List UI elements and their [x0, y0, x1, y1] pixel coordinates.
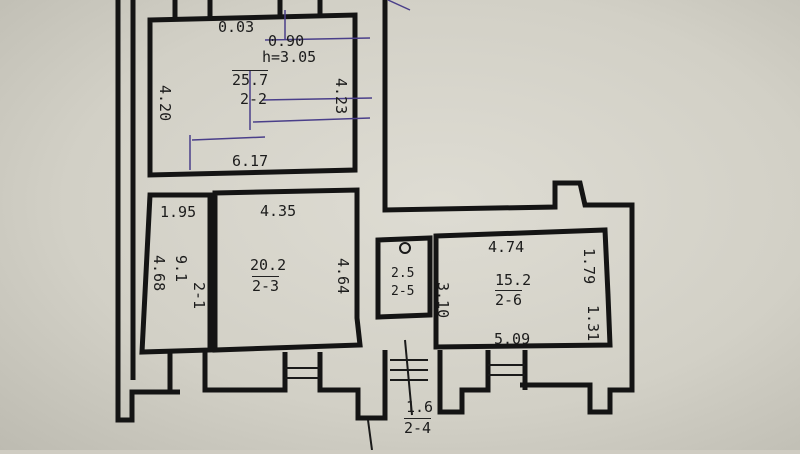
room-2-6-dim: 5.09 — [494, 330, 531, 348]
pencil-marks — [189, 0, 411, 170]
outer-wall-left — [115, 0, 180, 423]
window-marks — [285, 242, 525, 381]
dimension-line — [367, 339, 413, 451]
room-2-3-area: 20.2 — [250, 256, 287, 274]
room-2-2-area: 25.7 — [232, 70, 269, 89]
room-2-6-dim: 1.31 — [584, 305, 602, 342]
room-2-6-walls — [433, 227, 613, 350]
room-2-1-dim: 1.95 — [160, 203, 197, 221]
room-2-5-id: 2-5 — [391, 284, 415, 299]
room-2-5-dim: 3.10 — [434, 282, 452, 319]
bottom-walls — [167, 350, 528, 421]
room-2-6-dim: 4.74 — [488, 238, 525, 256]
room-2-6-dim: 1.79 — [580, 248, 598, 285]
room-2-2-height: h=3.05 — [262, 48, 317, 66]
room-2-4-id: 2-4 — [404, 418, 432, 437]
room-2-2-dim: 4.23 — [332, 78, 350, 115]
room-2-1-area: 9.1 — [172, 255, 190, 283]
room-2-5-walls — [375, 235, 433, 320]
room-2-2-walls — [147, 12, 358, 178]
room-2-3-dim: 4.64 — [334, 258, 352, 295]
room-2-2-dim: 4.20 — [156, 85, 174, 122]
room-2-2-note: 0.90 — [268, 32, 305, 50]
room-2-1-id: 2-1 — [190, 282, 208, 310]
room-2-3-dim: 4.35 — [260, 202, 297, 220]
room-2-4-area: 1.6 — [406, 398, 434, 416]
room-2-6-id: 2-6 — [495, 290, 523, 309]
room-2-5-area: 2.5 — [391, 266, 415, 281]
room-2-1-walls — [139, 192, 213, 355]
top-openings — [172, 0, 323, 18]
room-2-2-dim: 6.17 — [232, 152, 269, 170]
room-2-6-area: 15.2 — [495, 271, 532, 289]
room-2-3-walls — [212, 187, 363, 353]
room-2-2-id: 2-2 — [240, 90, 268, 108]
room-2-3-id: 2-3 — [252, 276, 280, 295]
corridor-wall — [382, 0, 635, 415]
room-2-1-dim: 4.68 — [150, 255, 168, 292]
room-2-2-note: 0.03 — [218, 18, 255, 36]
